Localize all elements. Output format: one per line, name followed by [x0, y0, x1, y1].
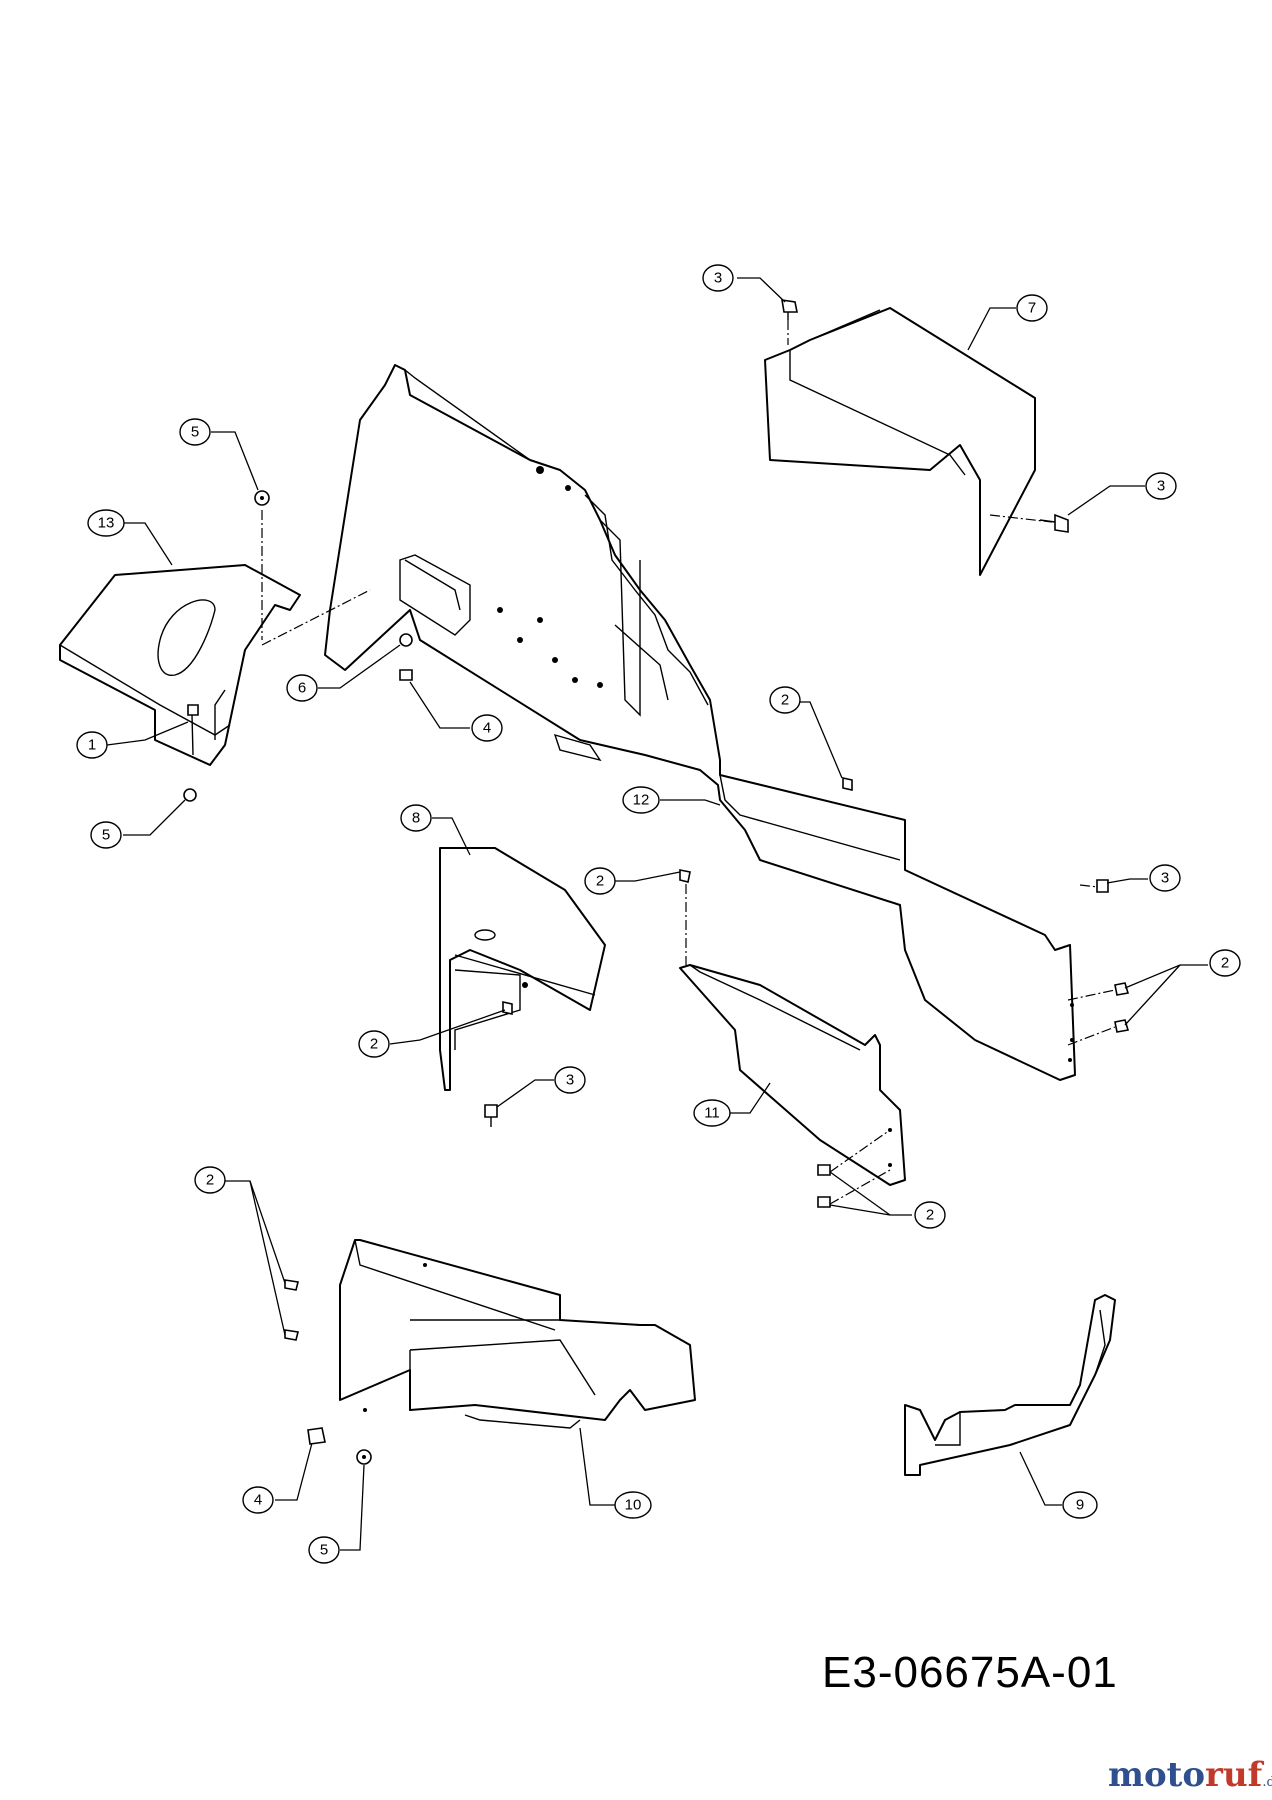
bolt-4-bottom: [307, 1427, 326, 1445]
screw-2-right-b: [1114, 1019, 1130, 1033]
svg-text:2: 2: [781, 692, 789, 709]
part-10-bottom-cover: [339, 1239, 696, 1429]
callout-4: 4: [471, 714, 503, 742]
part-13-left-cover: [59, 564, 301, 766]
svg-text:3: 3: [714, 270, 722, 287]
nut-5-left: [183, 788, 197, 802]
svg-text:13: 13: [98, 515, 115, 532]
callout-8: 8: [400, 804, 432, 832]
part-11-bracket: [679, 964, 906, 1186]
screw-2-bracket11-a: [817, 1164, 831, 1176]
part-7-top-right-cover: [764, 307, 1036, 576]
callouts: 1 2 2 2 2 2 2 3 3 3 3 4 4 5 5 5 6 7 8 9 …: [76, 264, 1241, 1564]
callout-2: 2: [194, 1166, 226, 1194]
svg-text:2: 2: [370, 1036, 378, 1053]
screw-2-bracket8: [679, 869, 691, 883]
callout-2: 2: [358, 1030, 390, 1058]
callout-10: 10: [614, 1491, 652, 1519]
screw-2-mid: [842, 777, 853, 791]
callout-5: 5: [90, 821, 122, 849]
svg-text:12: 12: [633, 792, 650, 809]
watermark-logo: motoruf.de: [1108, 1755, 1272, 1795]
screw-2-left-b: [284, 1329, 299, 1341]
screw-2-bracket11-b: [817, 1196, 831, 1208]
callout-12: 12: [622, 786, 660, 814]
screw-2-left-a: [284, 1279, 299, 1291]
hex-bolt-3-right: [1039, 513, 1069, 533]
callout-1: 1: [76, 731, 108, 759]
screw-3-right: [1096, 879, 1109, 893]
callout-6: 6: [286, 674, 318, 702]
svg-text:4: 4: [483, 720, 491, 737]
svg-text:1: 1: [88, 737, 96, 754]
svg-text:5: 5: [102, 827, 110, 844]
bolt-1: [187, 704, 199, 756]
callout-13: 13: [87, 509, 125, 537]
screw-2-right-a: [1114, 982, 1130, 996]
callout-4: 4: [242, 1486, 274, 1514]
callout-7: 7: [1016, 294, 1048, 322]
watermark-name-b: ruf: [1205, 1755, 1263, 1795]
watermark-suffix: .de: [1262, 1775, 1272, 1790]
screw-2-inner8: [502, 1001, 513, 1015]
callout-5: 5: [308, 1536, 340, 1564]
svg-text:7: 7: [1028, 300, 1036, 317]
svg-text:3: 3: [1161, 870, 1169, 887]
part-12-main-panel: [324, 364, 1076, 1081]
svg-text:4: 4: [254, 1492, 262, 1509]
callout-leaders: [106, 277, 1208, 1551]
svg-text:2: 2: [926, 1207, 934, 1224]
callout-3: 3: [554, 1066, 586, 1094]
bolt-3-lower: [484, 1104, 498, 1127]
svg-text:3: 3: [1157, 478, 1165, 495]
callout-2: 2: [769, 686, 801, 714]
bolt-4-top: [399, 669, 413, 681]
part-8-bracket: [439, 847, 606, 1091]
callout-2: 2: [914, 1201, 946, 1229]
svg-text:11: 11: [704, 1105, 720, 1122]
svg-text:2: 2: [206, 1172, 214, 1189]
callout-9: 9: [1062, 1491, 1098, 1519]
callout-3: 3: [1145, 472, 1177, 500]
alignment-lines: [261, 320, 1116, 1205]
callout-3: 3: [702, 264, 734, 292]
svg-text:5: 5: [191, 424, 199, 441]
svg-text:10: 10: [625, 1497, 642, 1514]
hex-bolt-3-top: [781, 299, 798, 320]
callout-2: 2: [584, 867, 616, 895]
part-9-bracket: [904, 1294, 1116, 1476]
svg-text:8: 8: [412, 810, 420, 827]
nut-5-bottom: [356, 1449, 372, 1465]
callout-3: 3: [1149, 864, 1181, 892]
watermark-name-a: moto: [1108, 1755, 1206, 1795]
nut-5-top: [254, 490, 270, 506]
nut-6: [399, 633, 413, 647]
svg-text:2: 2: [1221, 955, 1229, 972]
fasteners: [183, 299, 1130, 1465]
callout-5: 5: [179, 418, 211, 446]
svg-text:2: 2: [596, 873, 604, 890]
callout-2: 2: [1209, 949, 1241, 977]
svg-text:5: 5: [320, 1542, 328, 1559]
svg-text:3: 3: [566, 1072, 574, 1089]
svg-text:9: 9: [1076, 1497, 1084, 1514]
svg-text:6: 6: [298, 680, 306, 697]
drawing-number: E3-06675A-01: [822, 1648, 1118, 1697]
callout-11: 11: [693, 1099, 731, 1127]
